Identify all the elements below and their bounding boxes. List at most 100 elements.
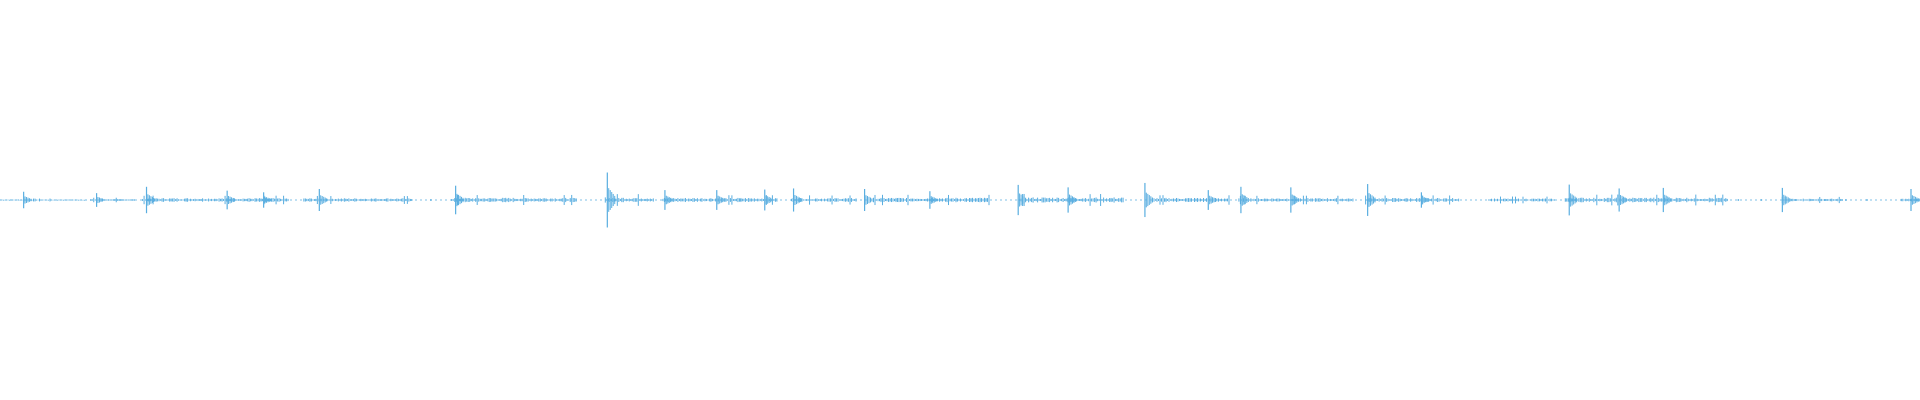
waveform-bar: [1542, 198, 1543, 202]
waveform-bar: [502, 197, 504, 203]
waveform-bar: [217, 199, 219, 201]
waveform-bar: [816, 198, 818, 202]
waveform-peak-tail: [1371, 195, 1373, 205]
waveform-bar: [544, 198, 546, 202]
waveform-bar: [487, 198, 489, 202]
waveform-bar: [194, 198, 196, 202]
waveform-peak-tail: [1247, 198, 1249, 202]
waveform-bar: [1434, 199, 1436, 201]
waveform-peak: [145, 186, 148, 214]
waveform-bar: [281, 199, 283, 201]
waveform-bar: [1, 199, 3, 201]
waveform-bar: [1657, 197, 1659, 203]
waveform-bar: [385, 198, 387, 202]
waveform-bar: [254, 198, 256, 202]
waveform-bar: [900, 198, 901, 202]
waveform-bar: [9, 199, 10, 201]
waveform-bar: [1435, 198, 1437, 202]
waveform-bar: [1329, 198, 1331, 202]
waveform-bar: [1322, 198, 1324, 202]
waveform-bar: [1186, 198, 1188, 202]
waveform-bar: [1840, 198, 1842, 202]
waveform-bar: [1692, 199, 1694, 201]
waveform-bar: [1032, 197, 1034, 203]
waveform-bar: [1498, 199, 1500, 201]
waveform-peak-tail: [1210, 196, 1212, 204]
waveform-bar: [1449, 195, 1451, 205]
waveform-bar: [807, 198, 809, 202]
waveform-peak: [929, 191, 931, 209]
waveform-bar: [313, 199, 315, 201]
waveform-bar: [34, 198, 36, 202]
waveform-bar: [1903, 199, 1905, 201]
waveform-bar: [1180, 199, 1182, 201]
waveform-bar: [979, 197, 981, 203]
waveform-bar: [1082, 198, 1084, 202]
waveform-bar: [145, 199, 147, 201]
waveform-bar: [969, 197, 970, 203]
waveform-bar: [481, 198, 483, 202]
waveform-bar: [557, 199, 559, 201]
waveform-bar: [1228, 195, 1230, 205]
waveform-bar: [1305, 195, 1307, 205]
waveform-bar: [949, 198, 951, 202]
waveform-bar: [707, 199, 709, 201]
waveform-bar: [936, 199, 937, 201]
waveform-bar: [1218, 198, 1219, 202]
waveform-bar: [762, 199, 764, 201]
waveform-peak-tail: [231, 197, 233, 203]
waveform-peak-tail: [665, 195, 667, 205]
waveform-peak-tail: [153, 198, 155, 202]
waveform-bar: [1902, 198, 1904, 202]
waveform-bar: [1310, 198, 1312, 202]
waveform-bar: [615, 198, 617, 202]
waveform-peak-tail: [1668, 197, 1670, 203]
waveform-bar: [933, 199, 934, 201]
waveform-bar: [52, 199, 54, 201]
waveform-peak-tail: [936, 198, 938, 202]
waveform-bar: [1176, 197, 1177, 203]
waveform-bar: [1832, 199, 1834, 201]
waveform-peak: [716, 190, 718, 210]
waveform-bar: [711, 198, 713, 202]
waveform-bar: [351, 199, 353, 201]
waveform-bar: [741, 198, 743, 202]
waveform-bar: [357, 199, 359, 201]
waveform-bar: [1349, 198, 1351, 202]
waveform-peak-tail: [1025, 197, 1027, 203]
waveform-bar: [494, 198, 496, 202]
waveform-bar: [82, 199, 84, 201]
waveform-bar: [984, 197, 985, 203]
waveform-bar: [148, 198, 150, 202]
waveform-bar: [475, 198, 477, 202]
waveform-peak-tail: [1212, 197, 1214, 203]
waveform-peak-tail: [670, 197, 672, 203]
waveform-bar: [1086, 199, 1088, 201]
waveform-bar: [1338, 199, 1340, 201]
waveform-bar: [1612, 199, 1614, 201]
waveform-peak: [1067, 187, 1069, 213]
waveform-bar: [1554, 199, 1555, 201]
waveform-bar: [1814, 199, 1816, 201]
waveform-bar: [106, 199, 108, 201]
waveform-bar: [1790, 198, 1792, 202]
waveform-bar: [1278, 198, 1280, 202]
waveform-bar: [1672, 199, 1674, 201]
waveform-bar: [1793, 199, 1795, 201]
waveform-bar: [340, 198, 342, 202]
waveform-peak-tail: [767, 196, 769, 204]
waveform-bar: [91, 199, 93, 201]
waveform-bar: [1447, 199, 1449, 201]
waveform-bar: [559, 198, 561, 202]
waveform-bar: [61, 199, 63, 201]
waveform-peak-tail: [1246, 197, 1248, 203]
waveform-bar: [1109, 198, 1111, 202]
waveform-bar: [112, 199, 114, 201]
waveform-bar: [806, 199, 808, 201]
waveform-bar: [524, 198, 526, 202]
waveform-bar: [458, 198, 460, 202]
waveform-bar: [25, 199, 27, 201]
waveform-bar: [470, 198, 472, 202]
